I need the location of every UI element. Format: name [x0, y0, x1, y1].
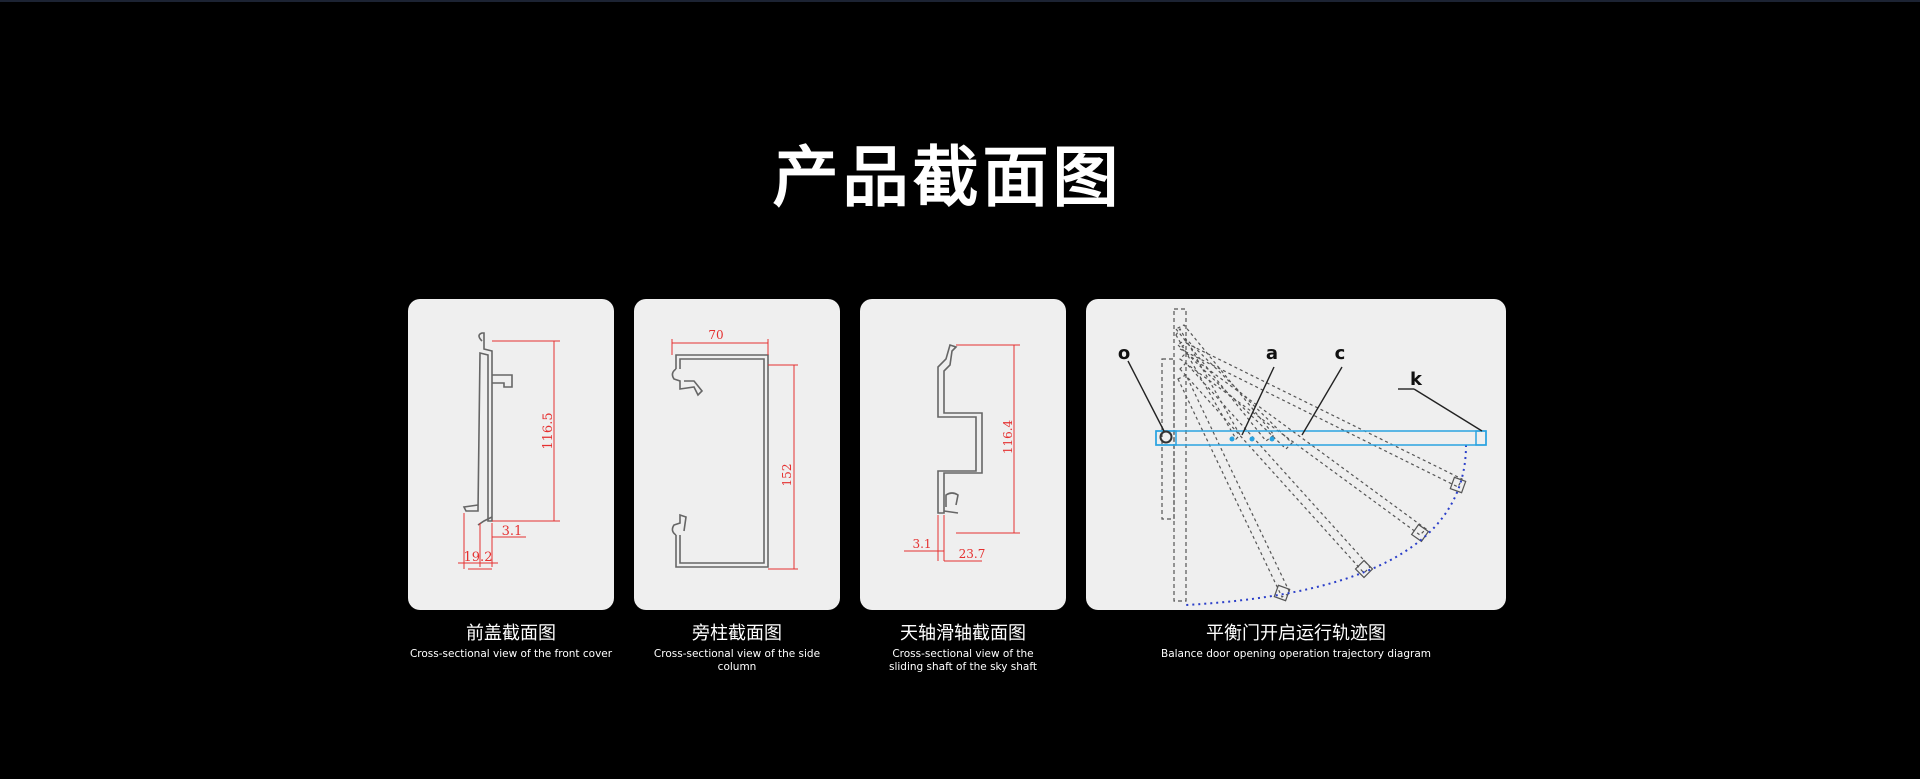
top-border-line: [0, 0, 1920, 2]
trajectory-diagram-drawing: o a c k: [1118, 308, 1487, 606]
front-cover-caption: 前盖截面图 Cross-sectional view of the front …: [408, 622, 614, 661]
trajectory-caption-en: Balance door opening operation trajector…: [1160, 648, 1431, 660]
page-title: 产品截面图: [772, 139, 1123, 216]
trajectory-caption-cn: 平衡门开启运行轨迹图: [1206, 623, 1386, 644]
front-cover-section-drawing: 116.5 3.1 19.2: [458, 332, 560, 570]
side-column-caption-en: Cross-sectional view of the side column: [653, 648, 821, 673]
sliding-shaft-thickness-label: 3.1: [912, 537, 931, 551]
front-cover-height-label: 116.5: [541, 412, 556, 449]
sliding-shaft-width-label: 23.7: [959, 547, 986, 561]
trajectory-label-o: o: [1118, 343, 1130, 364]
front-cover-width-label: 19.2: [464, 550, 493, 565]
trajectory-caption: 平衡门开启运行轨迹图 Balance door opening operatio…: [1086, 622, 1506, 661]
sliding-shaft-section-card: 116.4 3.1 23.7: [860, 299, 1066, 610]
sliding-shaft-height-label: 116.4: [1001, 419, 1015, 454]
side-column-caption: 旁柱截面图 Cross-sectional view of the side c…: [634, 622, 840, 674]
sliding-shaft-caption-cn: 天轴滑轴截面图: [900, 623, 1026, 644]
side-column-section-card: 70 152: [634, 299, 840, 610]
trajectory-diagram-card: o a c k: [1086, 299, 1506, 610]
front-cover-thickness-label: 3.1: [502, 524, 523, 539]
side-column-section-drawing: 70 152: [671, 328, 798, 570]
side-column-width-label: 70: [708, 328, 723, 342]
side-column-height-label: 152: [780, 464, 794, 487]
side-column-caption-cn: 旁柱截面图: [692, 623, 782, 644]
front-cover-section-card: 116.5 3.1 19.2: [408, 299, 614, 610]
trajectory-label-c: c: [1335, 343, 1346, 364]
trajectory-label-k: k: [1410, 369, 1423, 390]
sliding-shaft-section-drawing: 116.4 3.1 23.7: [904, 343, 1020, 562]
sliding-shaft-caption: 天轴滑轴截面图 Cross-sectional view of the slid…: [875, 622, 1051, 674]
trajectory-label-a: a: [1266, 343, 1278, 364]
sliding-shaft-caption-en: Cross-sectional view of the sliding shaf…: [888, 648, 1037, 673]
front-cover-caption-en: Cross-sectional view of the front cover: [409, 648, 613, 660]
front-cover-caption-cn: 前盖截面图: [466, 623, 556, 644]
